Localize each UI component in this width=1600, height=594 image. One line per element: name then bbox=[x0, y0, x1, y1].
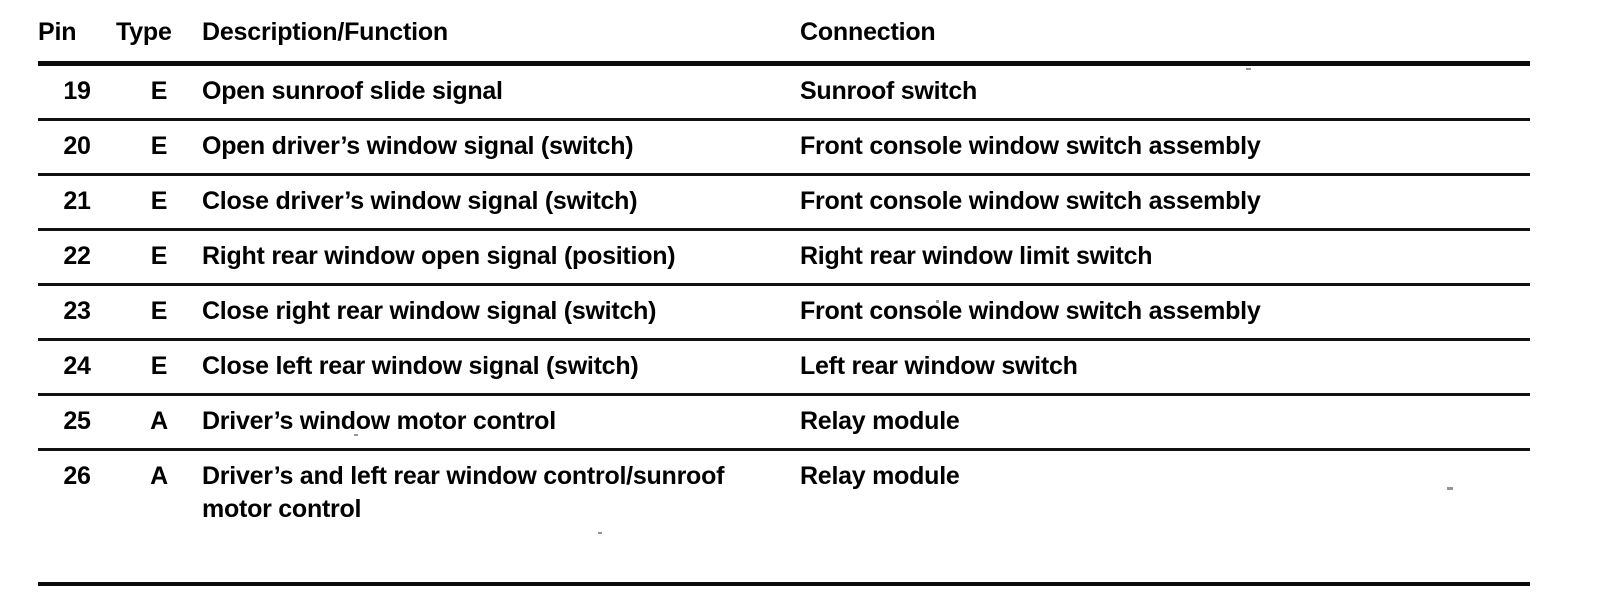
cell-pin: 21 bbox=[63, 187, 91, 215]
table-row: 19 E Open sunroof slide signal Sunroof s… bbox=[38, 64, 1530, 120]
cell-pin: 20 bbox=[63, 132, 91, 160]
cell-description: Open driver’s window signal (switch) bbox=[202, 132, 634, 160]
cell-pin: 22 bbox=[63, 242, 91, 270]
cell-connection: Front console window switch assembly bbox=[800, 132, 1261, 160]
cell-type: E bbox=[150, 132, 168, 160]
cell-connection: Left rear window switch bbox=[800, 352, 1078, 380]
table-row: 21 E Close driver’s window signal (switc… bbox=[38, 175, 1530, 230]
cell-type: A bbox=[150, 407, 168, 435]
cell-type: A bbox=[150, 462, 168, 490]
column-header-description: Description/Function bbox=[202, 18, 449, 46]
cell-description: Close driver’s window signal (switch) bbox=[202, 187, 638, 215]
cell-connection: Right rear window limit switch bbox=[800, 242, 1153, 270]
cell-pin: 24 bbox=[63, 352, 91, 380]
table-row: 26 A Driver’s and left rear window contr… bbox=[38, 450, 1530, 584]
cell-description: Close left rear window signal (switch) bbox=[202, 352, 639, 380]
table-body: 19 E Open sunroof slide signal Sunroof s… bbox=[38, 64, 1530, 584]
cell-connection: Front console window switch assembly bbox=[800, 187, 1261, 215]
table-row: 23 E Close right rear window signal (swi… bbox=[38, 285, 1530, 340]
cell-pin: 19 bbox=[63, 77, 91, 105]
cell-description: Driver’s window motor control bbox=[202, 407, 556, 435]
cell-pin: 25 bbox=[63, 407, 91, 435]
column-header-connection: Connection bbox=[800, 18, 936, 46]
cell-connection: Front console window switch assembly bbox=[800, 297, 1261, 325]
cell-description: Driver’s and left rear window control/su… bbox=[202, 462, 725, 523]
column-header-type: Type bbox=[116, 18, 172, 46]
cell-description: Open sunroof slide signal bbox=[202, 77, 503, 105]
table-row: 20 E Open driver’s window signal (switch… bbox=[38, 120, 1530, 175]
cell-description: Right rear window open signal (position) bbox=[202, 242, 676, 270]
cell-type: E bbox=[150, 187, 168, 215]
table-row: 25 A Driver’s window motor control Relay… bbox=[38, 395, 1530, 450]
column-header-pin: Pin bbox=[38, 18, 77, 46]
cell-pin: 26 bbox=[63, 462, 91, 490]
table-row: 24 E Close left rear window signal (swit… bbox=[38, 340, 1530, 395]
cell-type: E bbox=[150, 77, 168, 105]
cell-pin: 23 bbox=[63, 297, 91, 325]
cell-connection: Sunroof switch bbox=[800, 77, 978, 105]
cell-connection: Relay module bbox=[800, 462, 960, 490]
pin-assignment-table: Pin Type Description/Function Connection… bbox=[38, 18, 1530, 586]
cell-type: E bbox=[150, 242, 168, 270]
cell-type: E bbox=[150, 352, 168, 380]
cell-connection: Relay module bbox=[800, 407, 960, 435]
cell-description: Close right rear window signal (switch) bbox=[202, 297, 657, 325]
table-header: Pin Type Description/Function Connection bbox=[38, 18, 1530, 64]
table-header-row: Pin Type Description/Function Connection bbox=[38, 18, 1530, 64]
cell-type: E bbox=[150, 297, 168, 325]
table-row: 22 E Right rear window open signal (posi… bbox=[38, 230, 1530, 285]
